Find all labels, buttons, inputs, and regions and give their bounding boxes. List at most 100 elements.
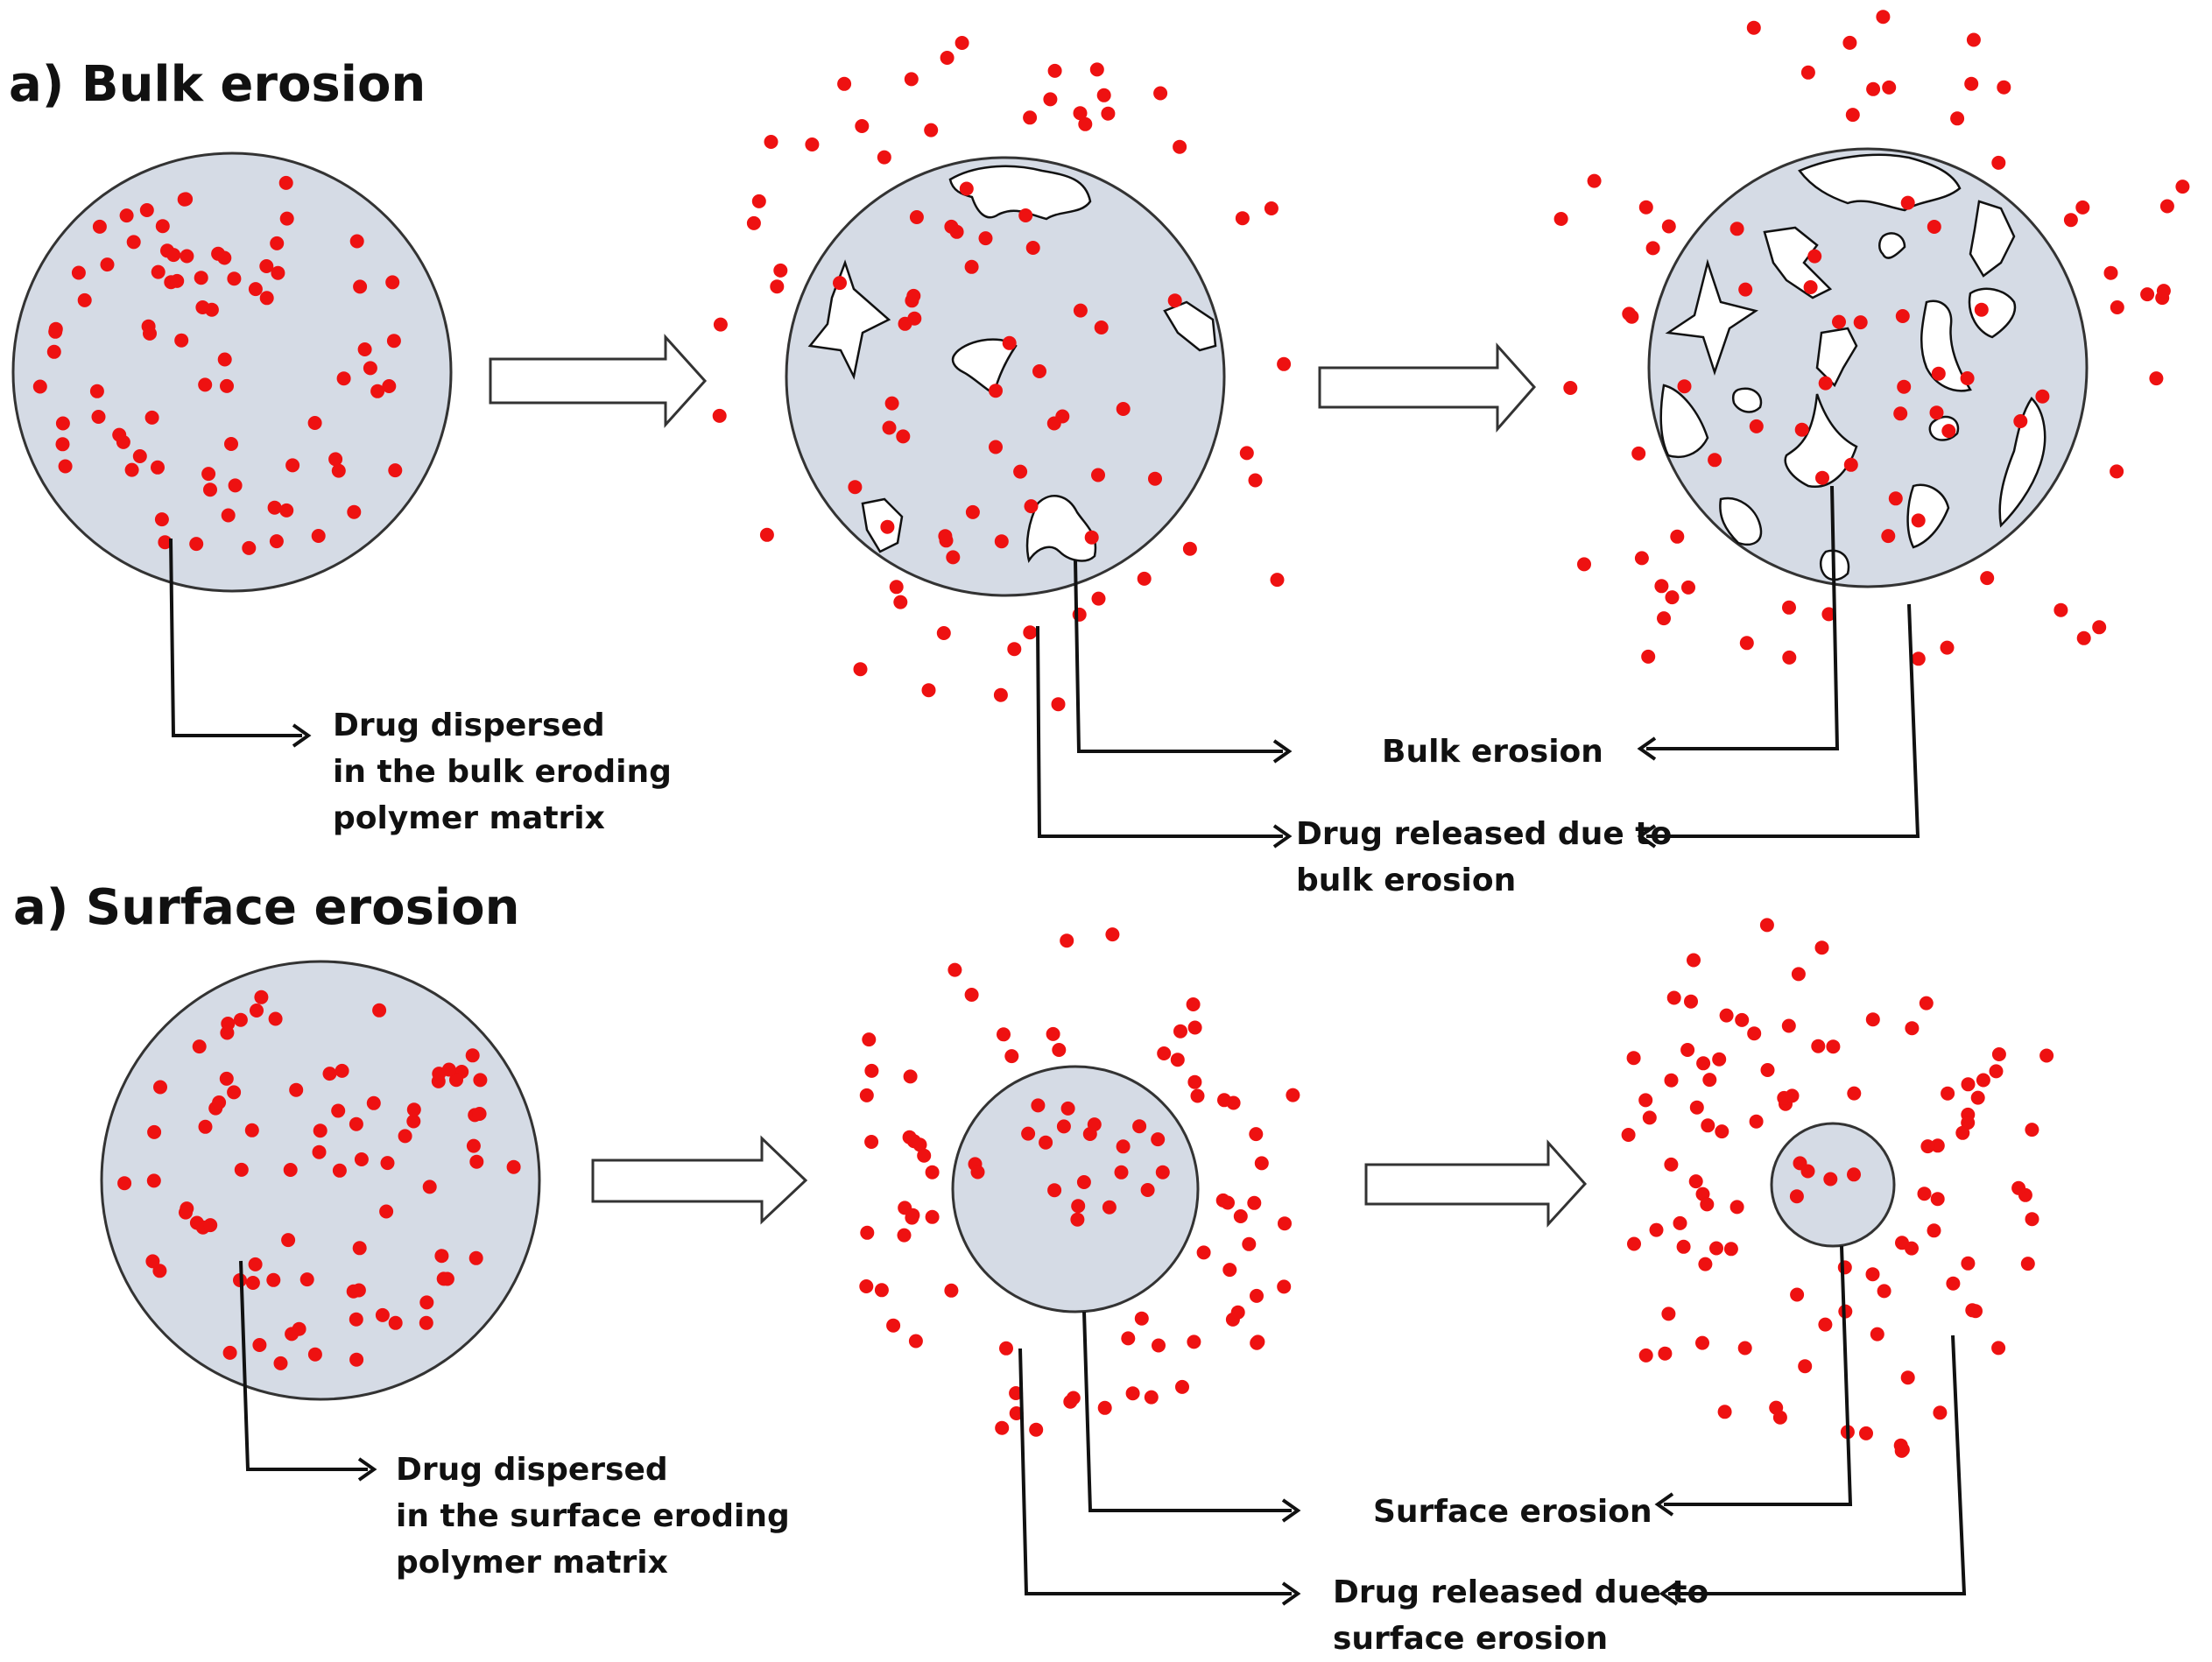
drug-particle — [250, 1004, 264, 1018]
drug-particle — [1157, 1046, 1172, 1060]
surface-matrix-stage-2 — [951, 1065, 1200, 1313]
surface-released-label-line-2: surface erosion — [1333, 1621, 1608, 1657]
drug-particle — [1002, 335, 1017, 350]
drug-particle — [1032, 364, 1046, 378]
drug-particle — [1895, 309, 1910, 323]
drug-particle — [322, 1067, 337, 1081]
drug-particle — [1717, 1405, 1732, 1419]
drug-particle — [1803, 280, 1818, 294]
drug-particle — [1043, 92, 1058, 107]
drug-particle — [1832, 314, 1846, 329]
drug-particle — [220, 1025, 235, 1040]
drug-particle — [1137, 571, 1152, 586]
drug-particle — [1695, 1335, 1709, 1350]
drug-particle — [1091, 468, 1105, 482]
drug-particle — [1789, 1189, 1804, 1204]
drug-particle — [221, 508, 236, 523]
drug-particle — [1021, 1126, 1036, 1141]
drug-particle — [1680, 1043, 1695, 1057]
drug-particle — [245, 1276, 260, 1290]
bulk-matrix-stage-1 — [11, 151, 453, 593]
drug-particle — [1626, 1051, 1641, 1066]
drug-particle — [385, 275, 400, 290]
drug-particle — [1187, 1020, 1202, 1035]
drug-particle — [2076, 630, 2091, 645]
drug-particle — [332, 1163, 347, 1178]
drug-particle — [267, 500, 282, 515]
drug-particle — [1248, 473, 1263, 488]
drug-particle — [1187, 1074, 1202, 1089]
drug-particle — [897, 1228, 912, 1243]
drug-particle — [55, 416, 70, 431]
drug-particle — [1920, 1139, 1935, 1154]
drug-particle — [144, 410, 159, 425]
drug-particle — [406, 1114, 421, 1129]
drug-particle — [1859, 1426, 1873, 1440]
drug-particle — [1723, 1242, 1738, 1257]
drug-particle — [1078, 116, 1093, 131]
drug-particle — [1073, 106, 1088, 121]
drug-particle — [1060, 933, 1074, 948]
drug-particle — [349, 1352, 364, 1367]
drug-particle — [1769, 1400, 1784, 1415]
drug-particle — [234, 1162, 249, 1177]
drug-particle — [995, 1420, 1010, 1435]
drug-particle — [222, 1345, 237, 1360]
drug-particle — [1811, 1039, 1826, 1053]
drug-particle — [882, 420, 897, 435]
drug-particle — [331, 463, 346, 478]
drug-particle — [1661, 219, 1676, 234]
surface-erosion-section: a) Surface erosion Drug dispersed in the… — [13, 879, 2054, 1657]
drug-particle — [1235, 211, 1250, 226]
drug-particle — [1961, 1077, 1976, 1092]
drug-particle — [1843, 457, 1858, 472]
drug-particle — [1974, 302, 1989, 317]
drug-particle — [254, 989, 269, 1004]
drug-particle — [1233, 1209, 1248, 1223]
drug-particle — [1009, 1386, 1024, 1400]
drug-particle — [203, 482, 217, 497]
drug-particle — [198, 377, 213, 392]
drug-particle — [349, 1312, 363, 1327]
drug-particle — [224, 437, 238, 451]
drug-particle — [468, 1250, 483, 1265]
drug-particle — [278, 175, 293, 190]
drug-particle — [1818, 376, 1833, 391]
drug-particle — [1931, 366, 1946, 381]
drug-particle — [313, 1123, 328, 1138]
drug-particle — [1148, 471, 1162, 486]
drug-particle — [312, 1144, 327, 1159]
drug-particle — [285, 458, 300, 473]
drug-particle — [1917, 1187, 1932, 1201]
drug-particle — [1250, 1335, 1265, 1349]
surface-drug-particles-stage-2 — [859, 927, 1300, 1437]
drug-particle — [925, 1165, 940, 1180]
drug-particle — [252, 1338, 267, 1352]
drug-particle — [366, 1095, 381, 1110]
bulk-matrix-stage-2 — [785, 156, 1226, 597]
drug-particle — [1249, 1127, 1264, 1142]
drug-particle — [1670, 529, 1685, 544]
drug-particle — [924, 123, 939, 137]
drug-particle — [419, 1295, 434, 1310]
drug-particle — [372, 1003, 387, 1018]
drug-particle — [151, 460, 165, 475]
drug-particle — [1116, 402, 1131, 416]
drug-particle — [1853, 315, 1868, 330]
drug-particle — [1018, 208, 1033, 222]
drug-particle — [1250, 1288, 1264, 1303]
drug-particle — [1661, 1306, 1676, 1321]
drug-particle — [1966, 32, 1981, 47]
drug-particle — [1102, 1200, 1117, 1215]
drug-particle — [1094, 320, 1109, 335]
drug-particle — [1641, 649, 1656, 664]
drug-particle — [1664, 1157, 1679, 1172]
drug-particle — [1264, 201, 1279, 215]
drug-particle — [1277, 1279, 1292, 1294]
drug-particle — [2053, 602, 2068, 617]
drug-particle — [1677, 379, 1692, 394]
drug-particle — [1946, 1276, 1961, 1291]
drug-particle — [189, 537, 204, 552]
drug-particle — [938, 529, 953, 544]
drug-particle — [889, 580, 904, 595]
